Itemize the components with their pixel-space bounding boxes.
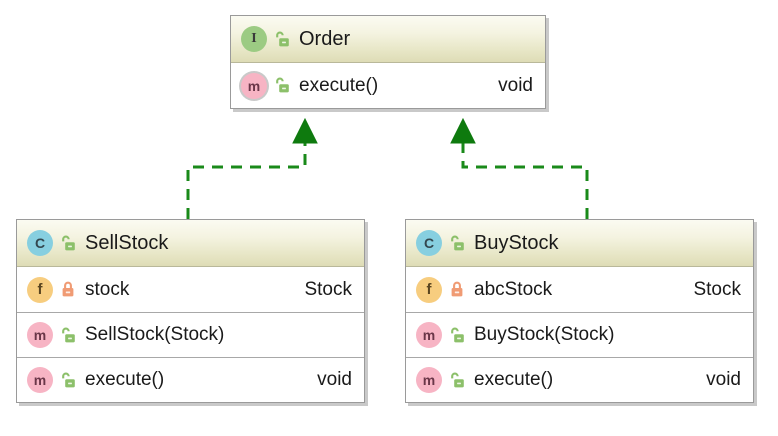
unlocked-padlock-icon xyxy=(62,235,75,250)
class-name-order: Order xyxy=(299,27,351,50)
member-name: execute() xyxy=(474,369,554,390)
unlocked-padlock-icon xyxy=(451,327,464,342)
class-header-buystock[interactable]: C BuyStock xyxy=(406,220,753,267)
member-name: execute() xyxy=(299,74,379,96)
class-header-sellstock[interactable]: C SellStock xyxy=(17,220,364,267)
class-icon: C xyxy=(27,230,53,256)
interface-icon: I xyxy=(241,26,267,52)
member-row-buystock-execute[interactable]: m execute() void xyxy=(406,357,753,402)
member-row-sellstock-constructor[interactable]: m SellStock(Stock) xyxy=(17,312,364,357)
member-name: BuyStock(Stock) xyxy=(474,324,615,345)
unlocked-padlock-icon xyxy=(451,372,464,387)
field-icon: f xyxy=(416,276,442,303)
class-box-buystock[interactable]: C BuyStock f abcStock Stock m xyxy=(405,219,754,403)
realization-arrowhead-sellstock xyxy=(292,117,318,144)
member-name: stock xyxy=(85,278,130,300)
realization-line-buystock xyxy=(461,143,589,219)
member-row-buystock-constructor[interactable]: m BuyStock(Stock) xyxy=(406,312,753,357)
field-icon: f xyxy=(27,276,53,303)
unlocked-padlock-icon xyxy=(62,372,75,387)
method-icon: m xyxy=(27,322,53,348)
unlocked-padlock-icon xyxy=(276,77,289,93)
method-icon: m xyxy=(416,322,442,348)
unlocked-padlock-icon xyxy=(451,235,464,250)
member-row-sellstock-execute[interactable]: m execute() void xyxy=(17,357,364,402)
class-header-order[interactable]: I Order xyxy=(231,16,545,63)
member-row-buystock-abcstock[interactable]: f abcStock Stock xyxy=(406,267,753,312)
member-name: abcStock xyxy=(474,278,553,300)
realization-line-sellstock xyxy=(186,143,307,219)
class-name-buystock: BuyStock xyxy=(474,231,559,254)
realization-sellstock-to-order xyxy=(186,117,318,219)
class-name-sellstock: SellStock xyxy=(85,231,169,254)
locked-padlock-icon xyxy=(62,281,74,297)
unlocked-padlock-icon xyxy=(62,327,75,342)
class-icon: C xyxy=(416,230,442,256)
method-icon: m xyxy=(241,72,267,99)
class-box-order[interactable]: I Order m execute() void xyxy=(230,15,546,109)
locked-padlock-icon xyxy=(451,281,463,297)
realization-arrowhead-buystock xyxy=(450,117,476,144)
method-icon: m xyxy=(27,367,53,393)
member-name: execute() xyxy=(85,369,165,390)
class-box-sellstock[interactable]: C SellStock f stock Stock m xyxy=(16,219,365,403)
realization-buystock-to-order xyxy=(450,117,589,219)
member-row-sellstock-stock[interactable]: f stock Stock xyxy=(17,267,364,312)
member-name: SellStock(Stock) xyxy=(85,324,225,345)
member-type: void xyxy=(498,74,533,96)
member-type: Stock xyxy=(304,278,352,300)
member-row-order-execute[interactable]: m execute() void xyxy=(231,63,545,108)
member-type: Stock xyxy=(693,278,741,300)
member-type: void xyxy=(706,369,741,390)
method-icon: m xyxy=(416,367,442,393)
member-type: void xyxy=(317,369,352,390)
unlocked-padlock-icon xyxy=(276,31,289,46)
